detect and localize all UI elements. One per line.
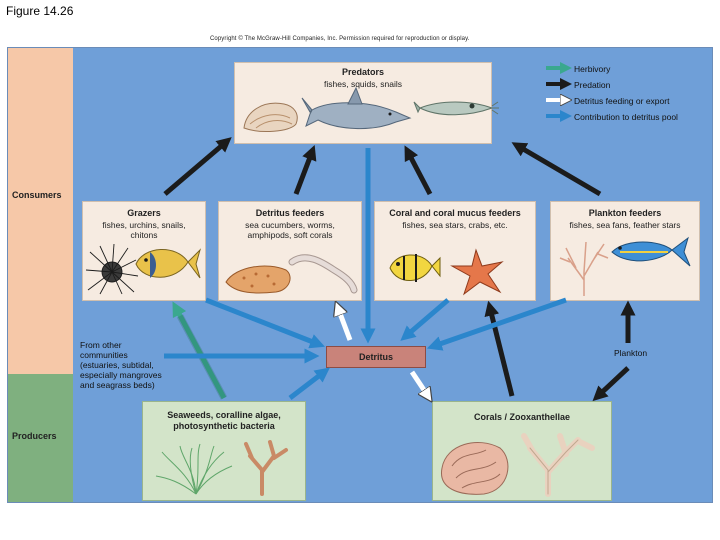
detritus-contribution-coral-feeders <box>400 298 450 341</box>
seaweeds-title-1: Seaweeds, coralline algae, <box>167 410 281 420</box>
plankton-label: Plankton <box>614 348 648 358</box>
squid-illustration <box>413 101 499 116</box>
detritus-feeding-arrow <box>338 308 353 341</box>
sea-cucumber-illustration <box>225 265 291 294</box>
grazers-subtitle-2: chitons <box>130 230 158 240</box>
detritus-contribution-grazers <box>205 297 325 349</box>
detritus-feeders-subtitle-1: sea cucumbers, worms, <box>245 220 335 230</box>
consumers-band: Consumers <box>8 48 73 374</box>
legend-detritus-contribution: Contribution to detritus pool <box>574 112 678 122</box>
coral-feeders-subtitle: fishes, sea stars, crabs, etc. <box>402 220 508 230</box>
other-communities-text: From other communities (estuaries, subti… <box>80 340 162 390</box>
detritus-export-arrow <box>409 370 428 396</box>
seaweed-illustration <box>155 443 233 495</box>
coral-feeders-title: Coral and coral mucus feeders <box>389 208 521 218</box>
predation-arrow-plankton-feeders <box>511 142 602 197</box>
grazers-title: Grazers <box>127 208 161 218</box>
urchin-illustration <box>85 243 139 295</box>
predators-subtitle: fishes, squids, snails <box>324 79 402 89</box>
predation-arrow-plankton-to-corals <box>592 366 630 402</box>
shark-illustration <box>301 86 412 129</box>
predation-arrow-detritus-feeders <box>293 144 317 195</box>
sea-star-illustration <box>450 248 504 296</box>
producers-label: Producers <box>12 431 57 441</box>
worm-illustration <box>288 254 358 294</box>
figure-label: Figure 14.26 <box>6 4 74 18</box>
snail-illustration <box>243 102 298 132</box>
legend-predation: Predation <box>574 80 611 90</box>
copyright-notice: Copyright © The McGraw-Hill Companies, I… <box>210 36 470 42</box>
butterflyfish-illustration <box>389 254 441 282</box>
plankton-feeders-title: Plankton feeders <box>588 208 662 218</box>
predation-arrow-grazers <box>163 137 232 196</box>
surgeonfish-illustration <box>135 248 202 279</box>
grazers-box: Grazers fishes, urchins, snails, chitons <box>82 201 206 301</box>
detritus-contribution-seaweeds <box>288 367 330 400</box>
producers-band: Producers <box>8 374 73 502</box>
legend-detritus-feeding: Detritus feeding or export <box>574 96 670 106</box>
plankton-fish-illustration <box>611 236 691 267</box>
seaweeds-box: Seaweeds, coralline algae, photosyntheti… <box>142 401 306 501</box>
predators-title: Predators <box>341 67 385 77</box>
legend-herbivory: Herbivory <box>574 64 611 74</box>
grazers-subtitle-1: fishes, urchins, snails, <box>102 220 186 230</box>
predation-arrow-coral-feeders <box>404 145 433 196</box>
consumers-label: Consumers <box>12 190 62 200</box>
detritus-box: Detritus <box>326 346 426 368</box>
herbivory-arrow <box>172 301 227 400</box>
coralline-alga-illustration <box>244 440 288 496</box>
sea-fan-illustration <box>559 241 609 296</box>
plankton-feeders-subtitle: fishes, sea fans, feather stars <box>569 220 681 230</box>
branching-coral-illustration <box>521 433 595 497</box>
coral-feeders-box: Coral and coral mucus feeders fishes, se… <box>374 201 536 301</box>
detritus-feeders-title: Detritus feeders <box>255 208 325 218</box>
brain-coral-illustration <box>441 441 509 495</box>
detritus-feeders-subtitle-2: amphipods, soft corals <box>247 230 333 240</box>
corals-title: Corals / Zooxanthellae <box>473 412 571 422</box>
detritus-contribution-plankton-feeders <box>426 297 567 351</box>
seaweeds-title-2: photosynthetic bacteria <box>173 421 275 431</box>
